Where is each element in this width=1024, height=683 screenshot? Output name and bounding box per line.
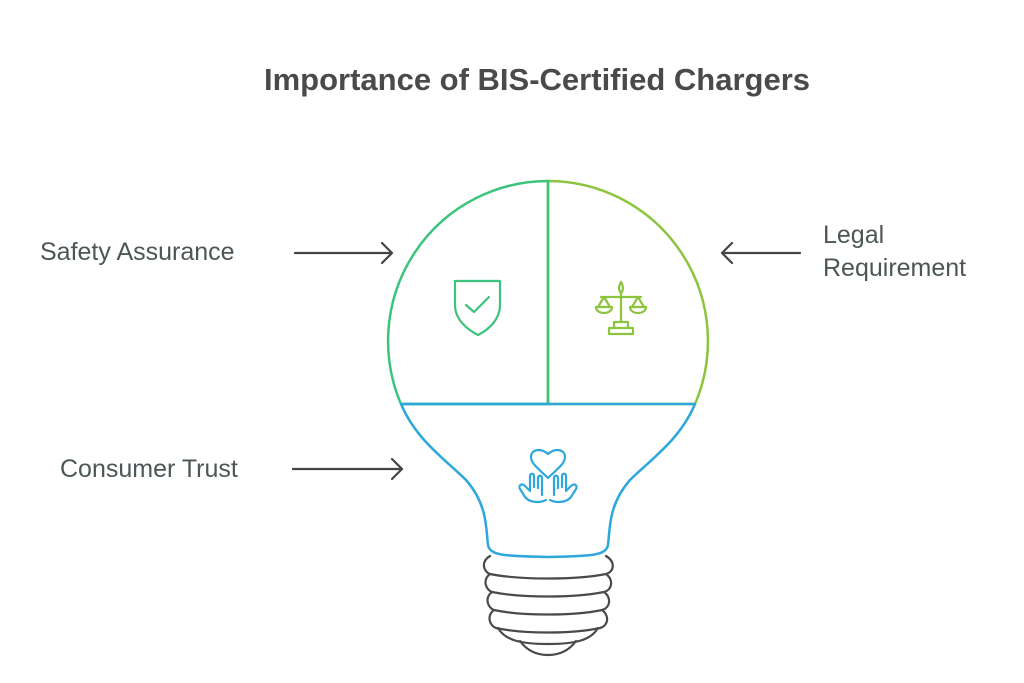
label-consumer-trust: Consumer Trust (60, 455, 238, 483)
bulb-base (482, 554, 614, 657)
arrow-legal (720, 241, 802, 265)
heart-hands-icon (518, 448, 578, 504)
segment-consumer (399, 402, 697, 559)
label-safety-assurance: Safety Assurance (40, 238, 235, 266)
segment-legal (546, 179, 710, 406)
arrows (291, 241, 802, 481)
scales-icon (594, 280, 648, 336)
label-legal-line2: Requirement (823, 254, 967, 282)
label-legal-line1: Legal (823, 221, 885, 249)
segment-safety (386, 179, 550, 406)
shield-check-icon (453, 279, 502, 337)
diagram-title: Importance of BIS-Certified Chargers (263, 62, 811, 97)
label-legal-requirement: Legal Requirement (823, 219, 966, 285)
arrow-safety (293, 241, 394, 265)
arrow-consumer (291, 457, 404, 481)
